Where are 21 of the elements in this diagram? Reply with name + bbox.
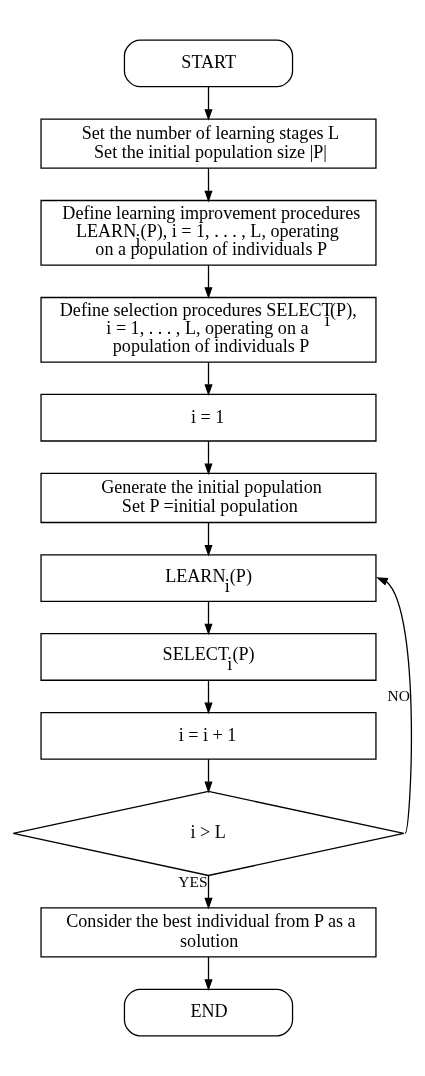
- arrow: [376, 577, 412, 835]
- arrow: [204, 679, 213, 715]
- node-box: Generate the initial population Set P =initial population: [40, 472, 377, 524]
- arrow: [204, 600, 213, 636]
- node-box: END: [123, 988, 294, 1037]
- arrow: [204, 440, 213, 476]
- edge-label: NO: [387, 686, 410, 704]
- arrow: [204, 521, 213, 557]
- node-box: i = i + 1: [40, 711, 377, 760]
- node-box: i = 1: [40, 393, 377, 442]
- arrow: [204, 758, 213, 794]
- node-box: Consider the best individual from P as a solution: [40, 907, 377, 958]
- arrow: [204, 167, 213, 203]
- node-diamond: i > L: [12, 790, 405, 877]
- arrow: [204, 874, 213, 910]
- arrow: [204, 264, 213, 299]
- arrow: [204, 361, 213, 396]
- node-box: Set the number of learning stages L Set the initial population size |P|: [40, 118, 377, 169]
- arrow: [204, 86, 213, 121]
- node-box: START: [123, 39, 294, 88]
- arrow: [204, 956, 213, 991]
